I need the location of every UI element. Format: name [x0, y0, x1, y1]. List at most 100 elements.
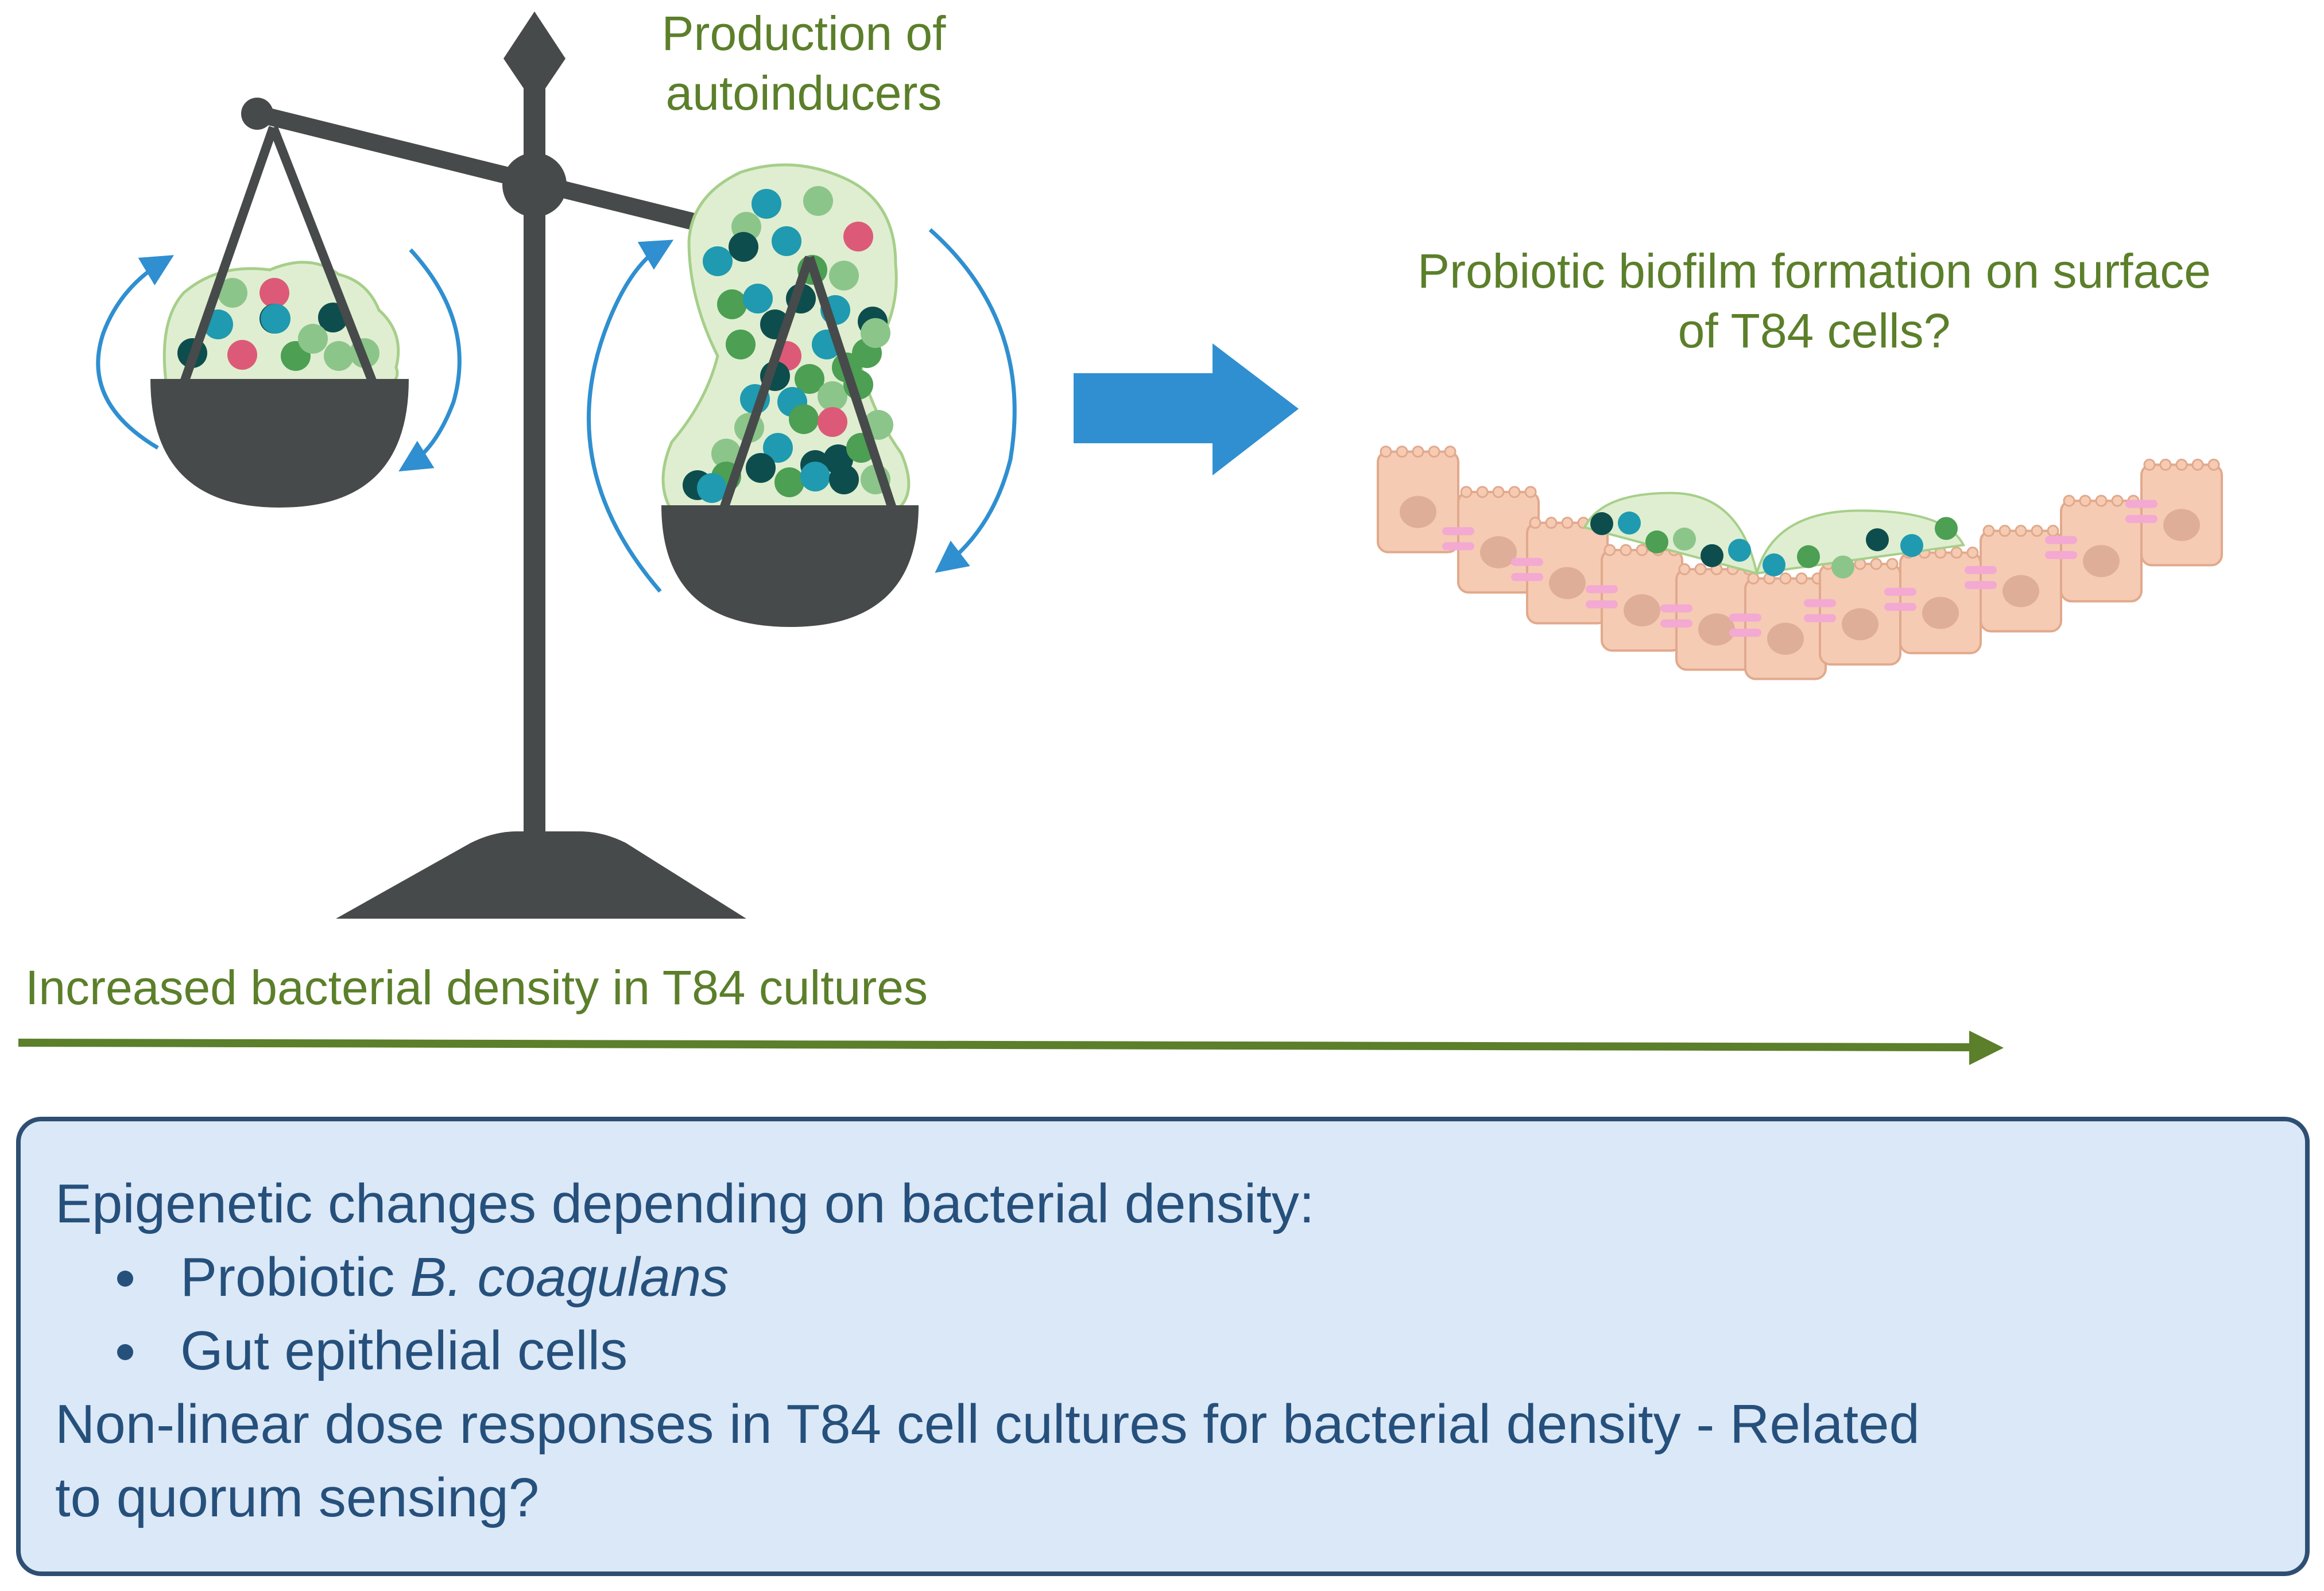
- microvillus: [1380, 446, 1392, 458]
- biofilm-bacterium: [1935, 517, 1958, 540]
- left-swing-arrow-down-icon: [398, 248, 462, 472]
- bacterium: [772, 226, 801, 256]
- autoinducers-label-line2: autoinducers: [665, 66, 942, 120]
- bacterium: [743, 284, 773, 313]
- right-arrow-icon: [1074, 343, 1299, 475]
- microvillus: [1545, 517, 1558, 529]
- microvillus: [1747, 572, 1760, 584]
- epithelial-cell: [1377, 446, 1459, 553]
- microvillus: [1561, 517, 1574, 529]
- microvillus: [1694, 563, 1707, 575]
- biofilm-question-label: Probiotic biofilm formation on surface o…: [1320, 241, 2308, 361]
- microvillus: [1492, 486, 1505, 498]
- right-pan-string: [805, 256, 897, 512]
- right-swing-arrow-down-icon: [928, 228, 1017, 573]
- microvillus: [1444, 446, 1457, 458]
- cell-nucleus: [1698, 613, 1735, 646]
- microvillus: [2143, 458, 2156, 471]
- scale-finial: [503, 11, 565, 104]
- bullet-probiotic-species: B. coagulans: [410, 1247, 729, 1308]
- density-axis-label: Increased bacterial density in T84 cultu…: [25, 961, 928, 1015]
- microvillus: [1870, 558, 1883, 570]
- left-pan-string: [269, 126, 378, 385]
- tight-junction: [1884, 587, 1916, 596]
- microvillus: [2015, 525, 2027, 537]
- microvillus: [2207, 458, 2220, 471]
- summary-bullet-probiotic: Probiotic B. coagulans: [55, 1241, 2271, 1314]
- bacterium: [861, 318, 890, 348]
- tight-junction: [2045, 536, 2077, 544]
- bacterium: [697, 473, 727, 503]
- microvillus: [1428, 446, 1440, 458]
- bacterium: [829, 261, 859, 291]
- biofilm-bacterium: [1590, 512, 1613, 536]
- epithelial-cell: [2045, 494, 2143, 603]
- gut-epithelium-illustration: [1377, 446, 2223, 680]
- tight-junction: [2045, 551, 2077, 559]
- microvillus: [1620, 544, 1632, 556]
- microvillus: [1678, 563, 1691, 575]
- microvillus: [1636, 544, 1648, 556]
- bullet-probiotic-prefix: Probiotic: [180, 1247, 410, 1308]
- bacterium: [752, 189, 781, 219]
- bacterium: [717, 289, 747, 319]
- microvillus: [1529, 517, 1541, 529]
- bacterium: [218, 278, 247, 308]
- microvillus: [1476, 486, 1489, 498]
- tight-junction: [1660, 604, 1692, 613]
- tight-junction: [2125, 514, 2158, 523]
- biofilm-bacterium: [1866, 528, 1889, 552]
- bullet-dot-icon: [117, 1271, 133, 1287]
- bacterium: [818, 381, 847, 411]
- biofilm-bacterium: [1728, 539, 1751, 562]
- epithelial-cell: [1965, 525, 2062, 633]
- bacterium: [729, 232, 758, 262]
- microvillus: [1950, 547, 1963, 559]
- summary-bullet-list: Probiotic B. coagulans Gut epithelial ce…: [55, 1241, 2271, 1388]
- microvillus: [2047, 525, 2059, 537]
- scale-base: [336, 831, 746, 919]
- biofilm-bacterium: [1831, 555, 1854, 579]
- right-scale-pan: [661, 505, 919, 627]
- bacterium: [800, 462, 830, 491]
- tight-junction: [1442, 542, 1474, 551]
- tight-junction: [1586, 585, 1618, 594]
- bacterium: [711, 439, 741, 469]
- tight-junction: [1442, 527, 1474, 536]
- bullet-gut-cells-text: Gut epithelial cells: [180, 1320, 628, 1381]
- biofilm-bacterium: [1900, 534, 1923, 558]
- cell-nucleus: [2163, 509, 2200, 541]
- epithelial-cell: [1442, 486, 1540, 594]
- autoinducers-label: Production of autoinducers: [574, 3, 1033, 123]
- biofilm-bacterium: [1701, 544, 1723, 567]
- tight-junction: [1965, 566, 1997, 574]
- bacterium: [726, 330, 756, 359]
- bacterium: [746, 453, 776, 483]
- epithelial-cell-layer: [1377, 446, 2223, 680]
- microvillus: [2095, 494, 2108, 507]
- tight-junction: [1965, 581, 1997, 590]
- biofilm-bacterium: [1797, 545, 1820, 568]
- microvillus: [1998, 525, 2011, 537]
- bullet-dot-icon: [117, 1344, 133, 1360]
- bacterium: [795, 364, 824, 394]
- microvillus: [2079, 494, 2091, 507]
- left-scale-pan: [150, 379, 409, 508]
- cell-nucleus: [2083, 545, 2120, 578]
- biofilm-bacterium: [1763, 553, 1785, 576]
- left-swing-arrow-up-icon: [96, 255, 175, 450]
- right-pan-string: [719, 256, 814, 512]
- probiotic-biofilm: [1583, 491, 1966, 579]
- left-pan-string: [179, 126, 278, 385]
- balance-scale-icon: [96, 11, 1017, 919]
- tight-junction: [1729, 613, 1761, 622]
- density-axis-line: [18, 1039, 1970, 1051]
- summary-heading: Epigenetic changes depending on bacteria…: [55, 1173, 1315, 1234]
- tight-junction: [1729, 628, 1761, 637]
- summary-dose-response-line: Non-linear dose responses in T84 cell cu…: [55, 1393, 1920, 1455]
- microvillus: [1508, 486, 1521, 498]
- biofilm-bacterium: [1673, 527, 1696, 551]
- density-axis-arrowhead-icon: [1969, 1031, 2004, 1065]
- summary-quorum-line: to quorum sensing?: [55, 1467, 540, 1528]
- tight-junction: [1804, 614, 1836, 622]
